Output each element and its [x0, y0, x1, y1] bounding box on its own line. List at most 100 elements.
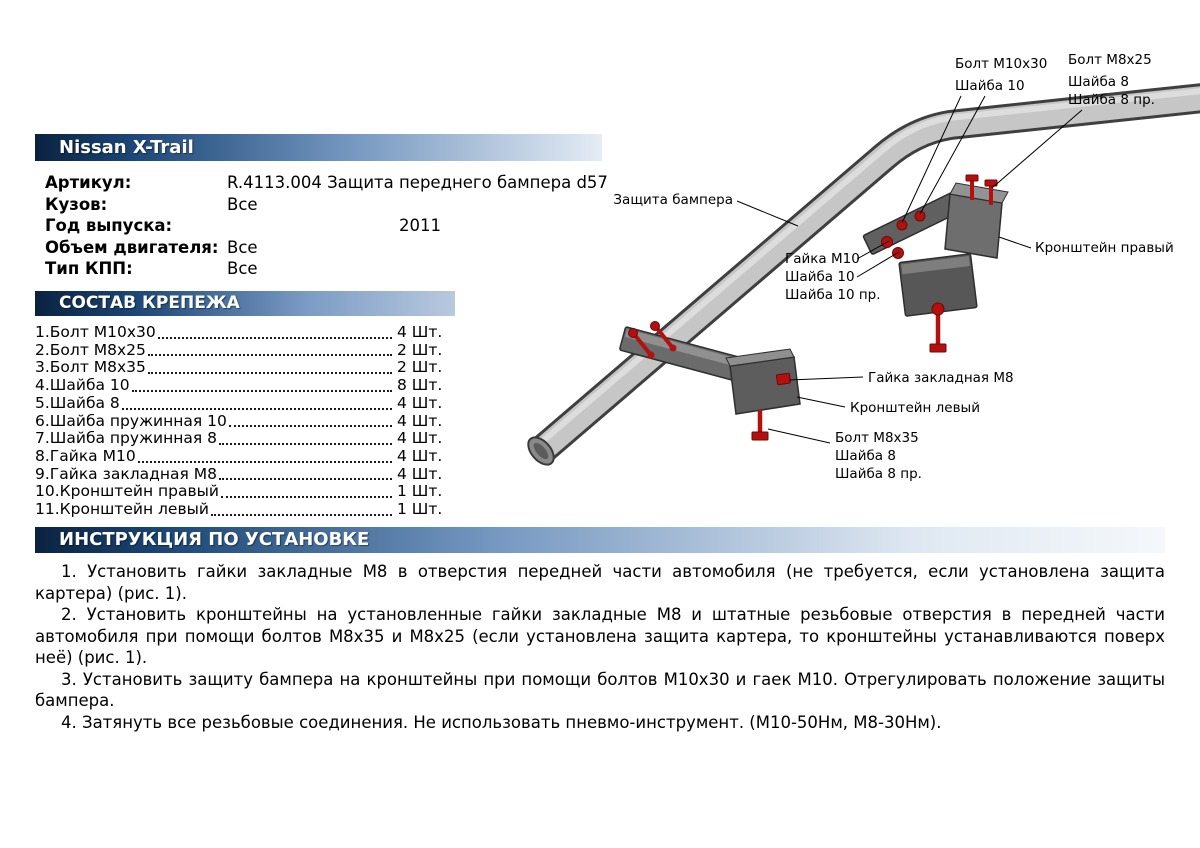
- parts-section-header: СОСТАВ КРЕПЕЖА: [35, 291, 455, 316]
- part-qty: 1 Шт.: [397, 482, 443, 501]
- label-washer-8-top: Шайба 8: [1068, 74, 1129, 90]
- label-bolt-m8x35: Болт М8х35: [835, 430, 919, 446]
- part-name: Шайба пружинная 8: [49, 429, 217, 448]
- label-washer-8-bottom: Шайба 8: [835, 448, 896, 464]
- model-title: Nissan X-Trail: [59, 137, 194, 158]
- part-name: Болт М8х35: [49, 358, 146, 377]
- bolt-m10-down: [929, 302, 947, 353]
- lower-mount: [898, 253, 978, 317]
- part-row: 1.Болт М10х30 4 Шт.: [35, 323, 455, 342]
- part-row: 6.Шайба пружинная 10 4 Шт.: [35, 411, 455, 431]
- part-name: Шайба пружинная 10: [49, 411, 227, 430]
- spec-row-year: Год выпуска: 2011: [35, 215, 635, 237]
- part-row: 5.Шайба 8 4 Шт.: [35, 393, 455, 413]
- label-nut-m10: Гайка М10: [785, 251, 860, 267]
- spec-value: Все: [227, 194, 258, 214]
- part-num: 1.: [35, 323, 50, 341]
- right-bracket-assembly: [862, 174, 1009, 353]
- dot-leader: [219, 442, 392, 445]
- part-qty: 4 Шт.: [397, 446, 443, 465]
- part-num: 4.: [35, 376, 50, 395]
- part-num: 8.: [35, 446, 50, 465]
- instruction-step-4: 4. Затянуть все резьбовые соединения. Не…: [61, 712, 942, 732]
- instruction-step-1: 1. Установить гайки закладные М8 в отвер…: [35, 562, 1165, 603]
- left-bracket-assembly: [619, 321, 801, 441]
- part-num: 2.: [35, 340, 50, 359]
- part-num: 10.: [35, 482, 60, 501]
- part-name: Болт М8х25: [49, 340, 146, 359]
- label-washer-10-mid: Шайба 10: [785, 269, 855, 285]
- spec-value: 2011: [399, 216, 441, 235]
- leader-lines: [736, 95, 1083, 444]
- spec-row-engine: Объем двигателя: Все: [35, 237, 635, 259]
- spec-value: Все: [227, 259, 258, 278]
- part-num: 7.: [35, 429, 50, 448]
- parts-list: 1.Болт М10х30 4 Шт. 2.Болт М8х25 2 Шт. 3…: [35, 323, 455, 519]
- part-name: Гайка закладная М8: [49, 464, 217, 483]
- spec-label: Артикул:: [45, 173, 132, 192]
- spec-label: Кузов:: [45, 194, 108, 214]
- right-bracket-plate: [944, 182, 1009, 259]
- spec-value: Все: [227, 237, 258, 257]
- label-bracket-right: Кронштейн правый: [1035, 240, 1174, 256]
- bolt-m8x35-down: [751, 410, 769, 441]
- spec-row-transmission: Тип КПП: Все: [35, 258, 635, 280]
- part-qty: 4 Шт.: [397, 323, 443, 341]
- part-row: 11.Кронштейн левый 1 Шт.: [35, 500, 455, 519]
- part-num: 3.: [35, 358, 50, 377]
- part-num: 6.: [35, 411, 50, 430]
- label-bolt-m8x25: Болт М8х25: [1068, 52, 1152, 68]
- part-qty: 4 Шт.: [397, 429, 443, 448]
- part-name: Шайба 10: [49, 376, 130, 395]
- part-qty: 4 Шт.: [397, 411, 443, 430]
- part-name: Гайка М10: [49, 446, 136, 465]
- instructions-section-title: ИНСТРУКЦИЯ ПО УСТАНОВКЕ: [59, 529, 370, 550]
- dot-leader: [210, 513, 392, 516]
- part-row: 9.Гайка закладная М8 4 Шт.: [35, 464, 455, 484]
- spec-row-body: Кузов: Все: [35, 194, 635, 216]
- spec-row-article: Артикул: R.4113.004 Защита переднего бам…: [35, 172, 635, 194]
- part-num: 11.: [35, 500, 60, 519]
- part-name: Кронштейн правый: [59, 482, 219, 501]
- dot-leader: [131, 389, 392, 392]
- label-bolt-m10x30: Болт М10х30: [955, 56, 1047, 72]
- model-title-bar: Nissan X-Trail: [35, 134, 602, 161]
- label-bracket-left: Кронштейн левый: [850, 400, 980, 416]
- spec-table: Артикул: R.4113.004 Защита переднего бам…: [35, 172, 635, 280]
- parts-section-title: СОСТАВ КРЕПЕЖА: [59, 293, 240, 313]
- dot-leader: [121, 407, 392, 410]
- instructions-section-header: ИНСТРУКЦИЯ ПО УСТАНОВКЕ: [35, 527, 1165, 553]
- part-qty: 4 Шт.: [397, 393, 443, 412]
- part-row: 7.Шайба пружинная 8 4 Шт.: [35, 429, 455, 448]
- spec-value: R.4113.004 Защита переднего бампера d57: [227, 173, 608, 192]
- diagram-labels: Болт М10х30 Шайба 10 Болт М8х25 Шайба 8 …: [613, 52, 1173, 482]
- part-row: 3.Болт М8х35 2 Шт.: [35, 359, 455, 377]
- part-qty: 8 Шт.: [397, 376, 443, 395]
- tube-end-cap: [527, 436, 555, 466]
- instruction-step-3: 3. Установить защиту бампера на кронштей…: [35, 669, 1165, 711]
- label-washer-10-spring: Шайба 10 пр.: [785, 287, 881, 303]
- dot-leader: [228, 425, 392, 428]
- part-name: Шайба 8: [49, 393, 120, 412]
- instruction-step-2: 2. Установить кронштейны на установленны…: [35, 605, 1165, 667]
- dot-leader: [147, 354, 392, 357]
- dot-leader: [137, 460, 392, 463]
- spec-label: Тип КПП:: [45, 259, 133, 278]
- part-num: 9.: [35, 464, 50, 483]
- part-row: 4.Шайба 10 8 Шт.: [35, 376, 455, 395]
- instructions-text: 1. Установить гайки закладные М8 в отвер…: [35, 561, 1165, 733]
- part-num: 5.: [35, 393, 50, 412]
- spec-label: Объем двигателя:: [45, 237, 219, 257]
- left-bracket-plate: [725, 348, 801, 415]
- part-qty: 2 Шт.: [397, 358, 443, 377]
- dot-leader: [147, 372, 392, 375]
- label-washer-10-top: Шайба 10: [955, 78, 1025, 94]
- bumper-guard-tube: [527, 83, 1200, 466]
- dot-leader: [220, 496, 392, 499]
- label-washer-8-spring-top: Шайба 8 пр.: [1068, 92, 1155, 108]
- part-name: Болт М10х30: [49, 323, 156, 341]
- bolts-m8x25-top: [965, 174, 998, 205]
- anchor-nut-m8: [775, 372, 791, 386]
- label-washer-8-spring-bottom: Шайба 8 пр.: [835, 466, 922, 482]
- part-qty: 1 Шт.: [397, 500, 443, 519]
